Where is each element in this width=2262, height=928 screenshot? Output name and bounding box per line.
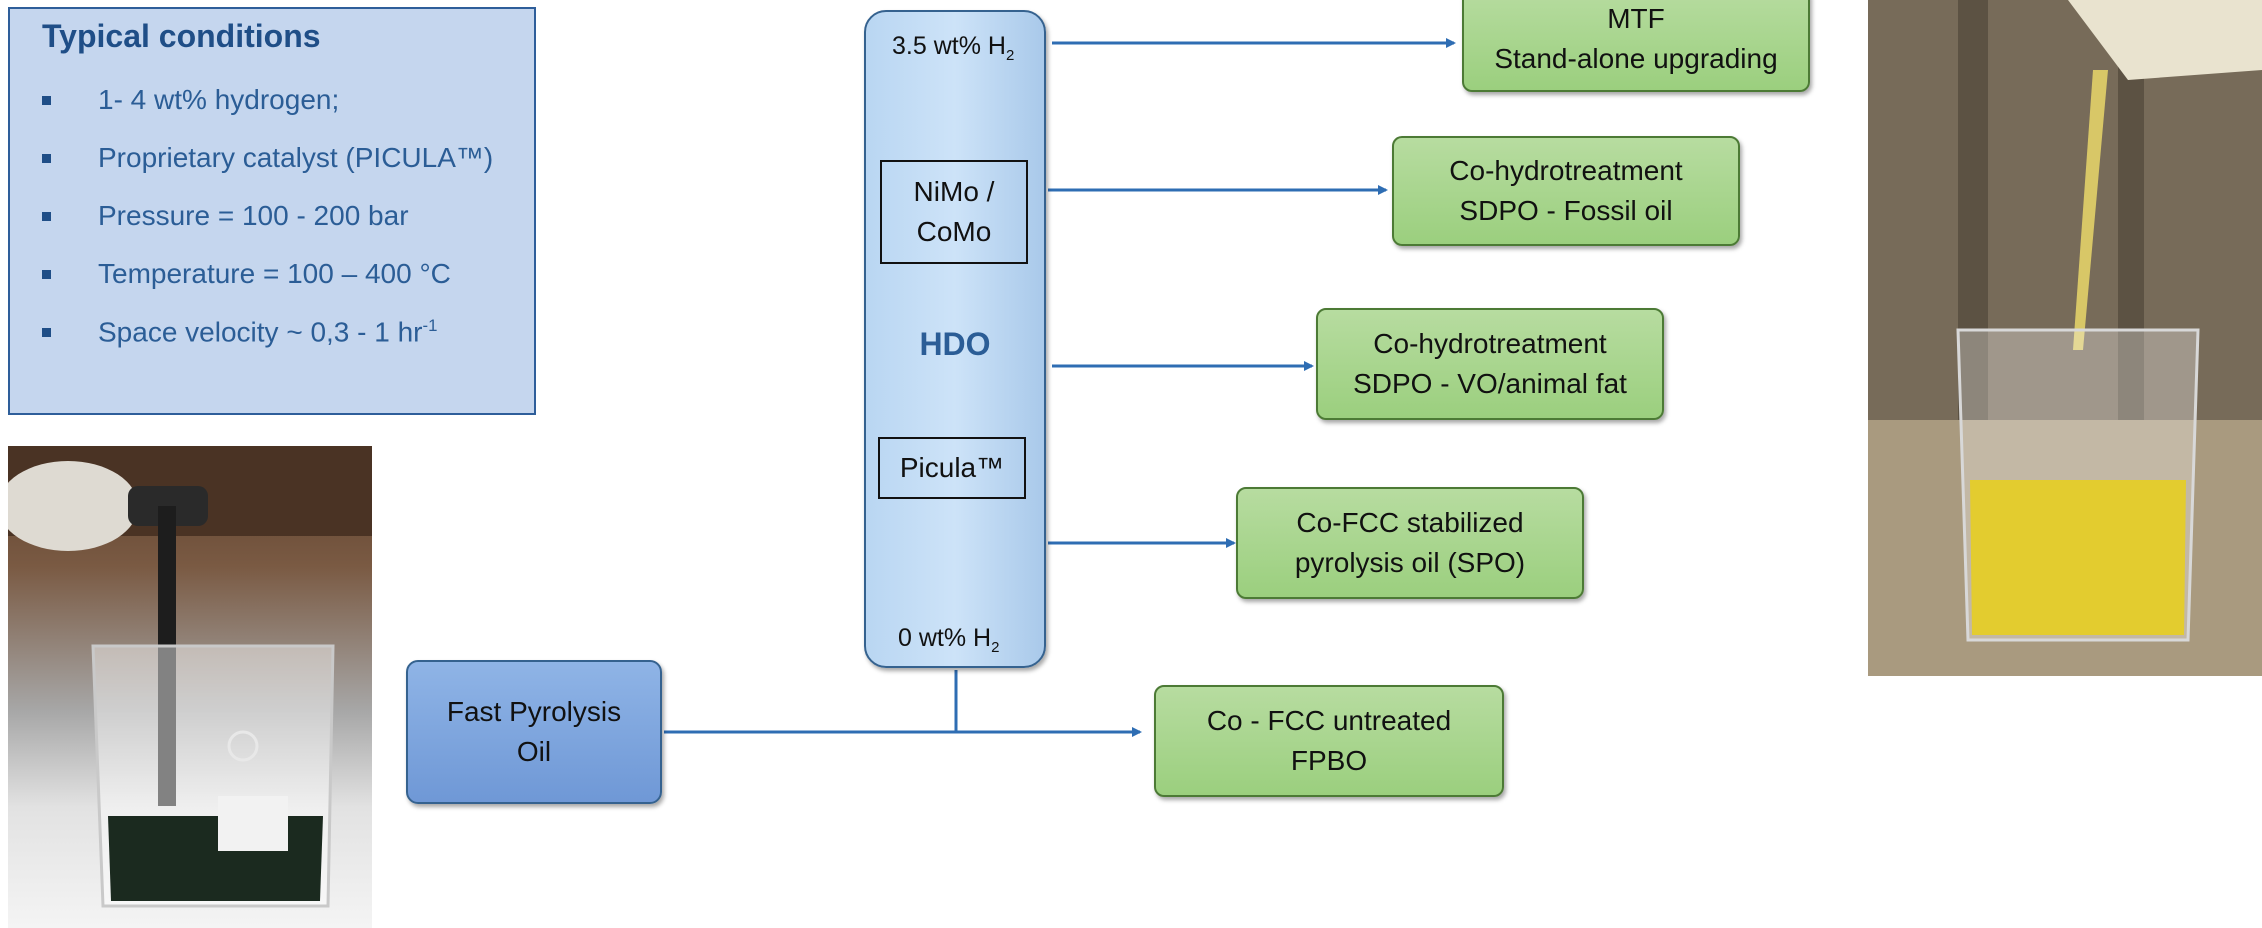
square-bullet-icon xyxy=(42,269,51,279)
square-bullet-icon xyxy=(42,153,51,163)
nimo-como-catalyst-box: NiMo / CoMo xyxy=(880,160,1028,264)
condition-item: Temperature = 100 – 400 °C xyxy=(42,258,451,290)
pyrolysis-oil-beaker-photo xyxy=(8,446,372,928)
fast-pyrolysis-oil-box: Fast Pyrolysis Oil xyxy=(406,660,662,804)
output-mtf-standalone-box: MTF Stand-alone upgrading xyxy=(1462,0,1810,92)
top-hydrogen-label: 3.5 wt% H2 xyxy=(892,32,1015,64)
output-cofcc-spo-box: Co-FCC stabilized pyrolysis oil (SPO) xyxy=(1236,487,1584,599)
square-bullet-icon xyxy=(42,211,51,221)
condition-item: 1- 4 wt% hydrogen; xyxy=(42,84,339,116)
typical-conditions-title: Typical conditions xyxy=(42,18,321,54)
square-bullet-icon xyxy=(42,95,51,105)
hdo-label: HDO xyxy=(919,326,991,362)
upgraded-oil-beaker-photo xyxy=(1868,0,2262,676)
square-bullet-icon xyxy=(42,327,51,337)
hdo-reactor-column xyxy=(864,10,1046,668)
condition-item: Proprietary catalyst (PICULA™) xyxy=(42,142,493,174)
output-cohydro-fossil-box: Co-hydrotreatment SDPO - Fossil oil xyxy=(1392,136,1740,246)
picula-catalyst-box: Picula™ xyxy=(878,437,1026,499)
condition-item: Pressure = 100 - 200 bar xyxy=(42,200,409,232)
bottom-hydrogen-label: 0 wt% H2 xyxy=(898,624,1000,656)
output-cohydro-vo-box: Co-hydrotreatment SDPO - VO/animal fat xyxy=(1316,308,1664,420)
output-cofcc-fpbo-box: Co - FCC untreated FPBO xyxy=(1154,685,1504,797)
condition-item: Space velocity ~ 0,3 - 1 hr-1 xyxy=(42,316,437,348)
typical-conditions-panel xyxy=(8,7,536,415)
